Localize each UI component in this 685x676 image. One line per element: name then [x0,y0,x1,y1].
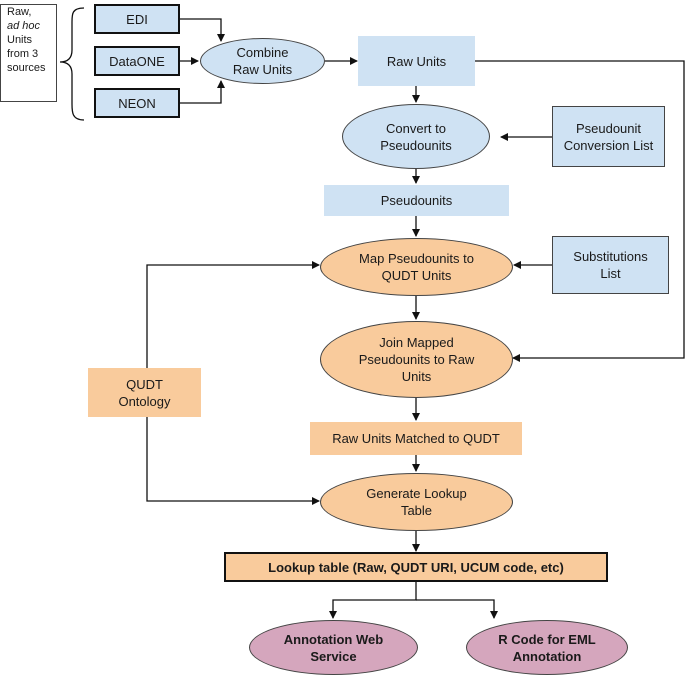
data-label-line: Substitutions [573,249,648,264]
source-neon: NEON [94,88,180,118]
join-mapped-step: Join Mapped Pseudounits to Raw Units [320,321,513,398]
note-line: sources [7,62,46,74]
note-line: Raw, [7,6,32,18]
data-label: Lookup table (Raw, QUDT URI, UCUM code, … [268,559,564,575]
r-code-eml-annotation: R Code for EML Annotation [466,620,628,675]
data-label-line: Ontology [118,393,171,409]
combine-raw-units-step: Combine Raw Units [200,38,325,84]
lookup-table-output: Lookup table (Raw, QUDT URI, UCUM code, … [224,552,608,582]
qudt-to-map-arrow [146,261,320,368]
map-pseudounits-step: Map Pseudounits to QUDT Units [320,238,513,296]
step-label-line: Raw Units [232,62,293,77]
pseudounits-data: Pseudounits [324,185,509,216]
output-label-line: R Code for EML [498,631,596,647]
data-label-line: Conversion List [563,137,654,153]
step-label-line: Pseudounits [380,137,452,153]
note-line: ad hoc [7,20,41,32]
annotation-web-service: Annotation Web Service [249,620,418,675]
qudt-ontology-data: QUDT Ontology [88,368,201,417]
source-label: EDI [126,11,148,27]
qudt-to-generate-arrow [146,417,320,505]
source-edi: EDI [94,4,180,34]
note-line: Units [7,34,33,46]
output-label-line: Service [310,648,357,664]
data-label-line: QUDT [126,376,163,392]
step-label-line: QUDT Units [381,268,452,283]
step-label-line: Units [401,369,432,384]
step-label-line: Pseudounits to Raw [358,352,475,367]
raw-units-matched-data: Raw Units Matched to QUDT [310,422,522,455]
source-label: DataONE [109,53,165,69]
convert-to-pseudounits-step: Convert to Pseudounits [342,104,490,169]
data-label-line: Pseudounit [575,120,642,136]
data-label-line: List [600,266,621,281]
step-label-line: Map Pseudounits to [359,251,474,266]
lookup-to-annotation-arrow [329,582,417,619]
step-label-line: Convert to [386,120,446,136]
data-label: Pseudounits [380,193,453,208]
generate-lookup-step: Generate Lookup Table [320,473,513,531]
edi-to-combine-arrow [180,18,225,42]
lookup-to-rcode-arrow [416,599,498,619]
output-label-line: Annotation Web [283,631,384,647]
step-label-line: Table [400,503,433,518]
output-label-line: Annotation [512,648,582,664]
sources-note: Raw, ad hoc Units from 3 sources [0,4,57,102]
substitutions-list: Substitutions List [552,236,669,294]
step-label-line: Generate Lookup [366,486,467,501]
rawunits-to-join-arrow [475,60,685,362]
neon-to-combine-arrow [180,80,225,104]
pseudounit-conversion-list: Pseudounit Conversion List [552,106,665,167]
data-label: Raw Units [386,53,447,69]
source-brace [59,7,85,121]
source-dataone: DataONE [94,46,180,76]
step-label-line: Combine [236,45,289,60]
raw-units-data: Raw Units [358,36,475,86]
source-label: NEON [118,95,156,111]
data-label: Raw Units Matched to QUDT [332,431,500,446]
note-line: from 3 [7,48,39,60]
step-label-line: Join Mapped [379,335,454,350]
